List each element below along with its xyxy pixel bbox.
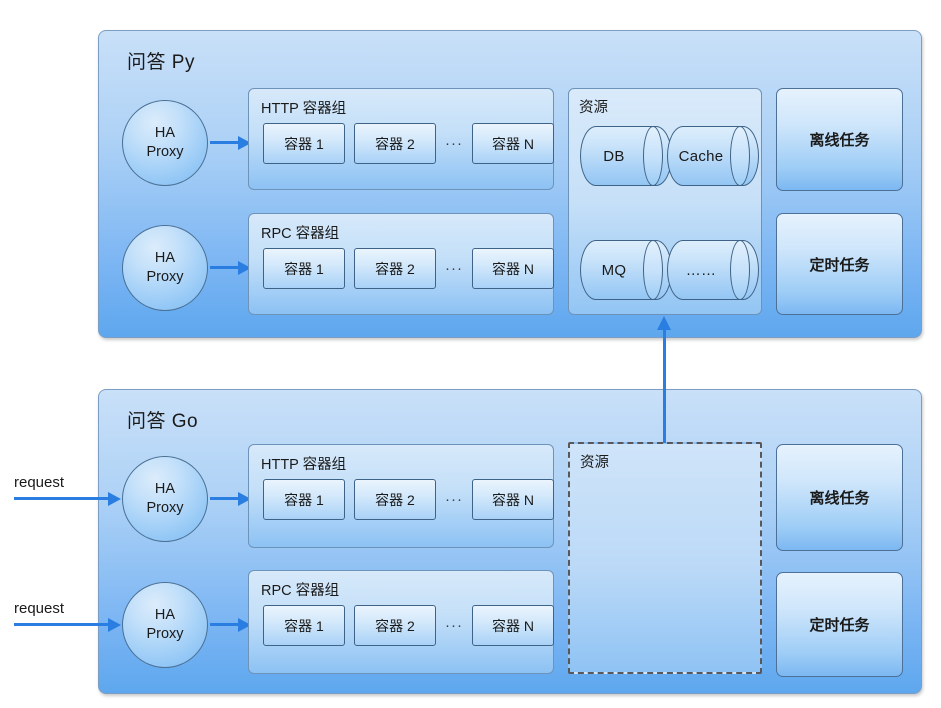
arrow-go-http-proxy-to-group: [210, 491, 251, 506]
arrow-py-http-proxy-to-group: [210, 135, 251, 150]
cylinder-cap: [643, 240, 663, 300]
ha-proxy-py-http: HA Proxy: [122, 100, 208, 186]
resource-label: 资源: [579, 100, 608, 116]
group-label: RPC 容器组: [261, 583, 340, 599]
task-box-py-offline: 离线任务: [776, 88, 903, 191]
request-label-rpc: request: [14, 600, 65, 617]
resource-box-go: 资源: [568, 442, 762, 674]
cylinder-label: ……: [685, 261, 717, 279]
ha-proxy-line1: HA: [154, 124, 176, 141]
resource-cylinder-mq: MQ: [580, 240, 672, 300]
group-label: HTTP 容器组: [261, 101, 347, 117]
cylinder-cap: [730, 126, 750, 186]
task-box-py-scheduled: 定时任务: [776, 213, 903, 315]
ha-proxy-py-rpc: HA Proxy: [122, 225, 208, 311]
ha-proxy-line1: HA: [154, 249, 176, 266]
resource-cylinder-db: DB: [580, 126, 672, 186]
ha-proxy-line2: Proxy: [146, 269, 184, 285]
task-box-go-scheduled: 定时任务: [776, 572, 903, 677]
group-label: HTTP 容器组: [261, 457, 347, 473]
arrow-go-resource-to-py-resource: [657, 316, 671, 443]
container-item: 容器 2: [354, 605, 436, 646]
task-box-go-offline: 离线任务: [776, 444, 903, 551]
ha-proxy-line2: Proxy: [146, 626, 184, 642]
container-item-last: 容器 N: [472, 479, 554, 520]
container-group-py-http: HTTP 容器组 容器 1 容器 2 ··· 容器 N: [248, 88, 554, 190]
cylinder-cap: [730, 240, 750, 300]
container-item: 容器 2: [354, 248, 436, 289]
arrow-request-to-py-http-proxy: [14, 491, 121, 506]
ha-proxy-go-rpc: HA Proxy: [122, 582, 208, 668]
container-group-go-http: HTTP 容器组 容器 1 容器 2 ··· 容器 N: [248, 444, 554, 548]
ha-proxy-line1: HA: [154, 606, 176, 623]
container-item: 容器 2: [354, 123, 436, 164]
resource-cylinder-other: ……: [667, 240, 759, 300]
cylinder-cap: [643, 126, 663, 186]
arrow-request-to-go-rpc-proxy: [14, 617, 121, 632]
container-list: 容器 1 容器 2 ··· 容器 N: [263, 248, 554, 289]
container-ellipsis: ···: [445, 491, 463, 508]
container-list: 容器 1 容器 2 ··· 容器 N: [263, 123, 554, 164]
container-item: 容器 1: [263, 605, 345, 646]
arrow-py-rpc-proxy-to-group: [210, 260, 251, 275]
ha-proxy-line2: Proxy: [146, 500, 184, 516]
panel-title-py: 问答 Py: [127, 52, 195, 73]
resource-label: 资源: [580, 455, 609, 471]
cylinder-label: MQ: [601, 261, 627, 279]
resource-cylinder-cache: Cache: [667, 126, 759, 186]
container-list: 容器 1 容器 2 ··· 容器 N: [263, 479, 554, 520]
arrow-go-rpc-proxy-to-group: [210, 617, 251, 632]
ha-proxy-line2: Proxy: [146, 144, 184, 160]
ha-proxy-go-http: HA Proxy: [122, 456, 208, 542]
container-item-last: 容器 N: [472, 248, 554, 289]
container-item: 容器 1: [263, 479, 345, 520]
ha-proxy-line1: HA: [154, 480, 176, 497]
container-item: 容器 1: [263, 248, 345, 289]
container-item-last: 容器 N: [472, 123, 554, 164]
container-item-last: 容器 N: [472, 605, 554, 646]
container-item: 容器 1: [263, 123, 345, 164]
request-label-http: request: [14, 474, 65, 491]
container-group-go-rpc: RPC 容器组 容器 1 容器 2 ··· 容器 N: [248, 570, 554, 674]
container-ellipsis: ···: [445, 260, 463, 277]
container-group-py-rpc: RPC 容器组 容器 1 容器 2 ··· 容器 N: [248, 213, 554, 315]
cylinder-label: DB: [603, 147, 625, 165]
container-list: 容器 1 容器 2 ··· 容器 N: [263, 605, 554, 646]
cylinder-label: Cache: [678, 147, 724, 165]
container-item: 容器 2: [354, 479, 436, 520]
panel-title-go: 问答 Go: [127, 411, 199, 432]
group-label: RPC 容器组: [261, 226, 340, 242]
container-ellipsis: ···: [445, 135, 463, 152]
container-ellipsis: ···: [445, 617, 463, 634]
